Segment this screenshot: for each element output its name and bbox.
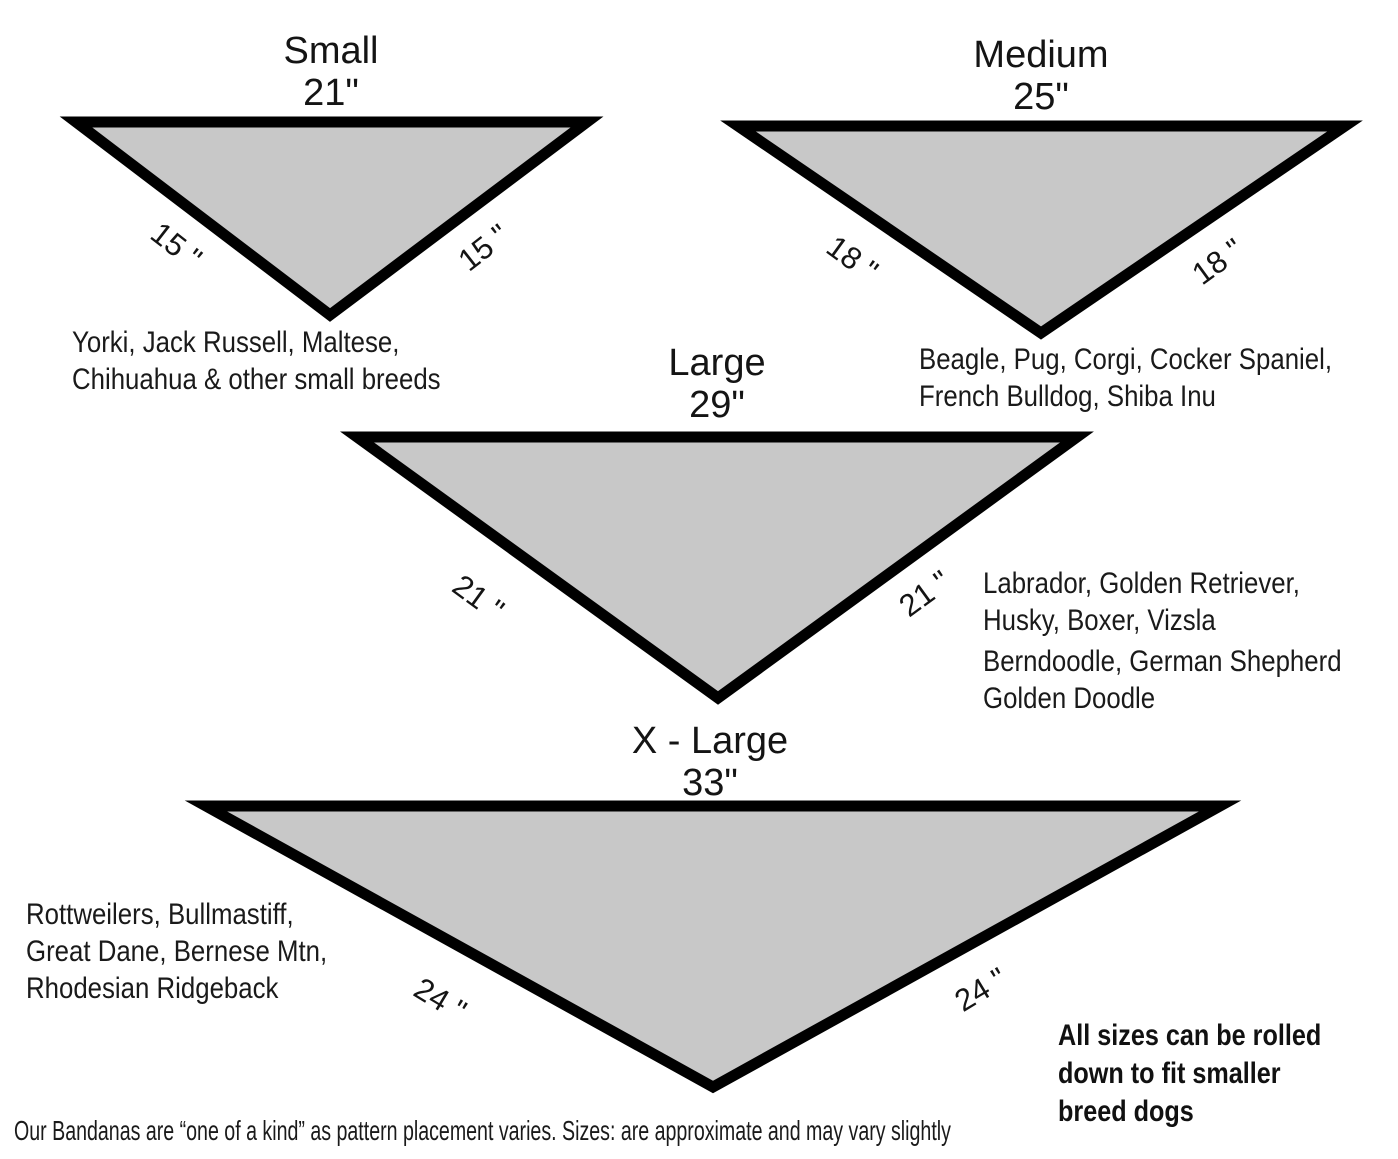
breed-line: Beagle, Pug, Corgi, Cocker Spaniel, [919,343,1333,376]
breed-line: Husky, Boxer, Vizsla [983,604,1216,637]
breed-line: Yorki, Jack Russell, Maltese, [72,326,400,359]
neck-measurement: 25" [1013,76,1069,118]
size-title-small: Small 21" [181,30,481,114]
neck-measurement: 21" [303,72,359,114]
size-title-xlarge: X - Large 33" [560,720,860,804]
breed-line: Labrador, Golden Retriever, [983,567,1300,600]
breed-list-small: Yorki, Jack Russell, Maltese, Chihuahua … [72,324,441,398]
size-title-medium: Medium 25" [891,34,1191,118]
size-name: Small [283,30,379,72]
bandana-triangle-medium [720,120,1363,340]
breed-line: Chihuahua & other small breeds [72,363,441,396]
breed-list-large: Labrador, Golden Retriever, Husky, Boxer… [983,565,1342,717]
size-name: X - Large [631,720,789,762]
footer-disclaimer: Our Bandanas are “one of a kind” as patt… [14,1115,951,1146]
bandana-triangle-xlarge [184,800,1242,1094]
rolled-note-line: breed dogs [1058,1095,1194,1128]
size-name: Large [668,342,766,384]
neck-measurement: 33" [682,762,738,804]
size-title-large: Large 29" [567,342,867,426]
breed-line: Rottweilers, Bullmastiff, [26,898,294,931]
breed-line: Golden Doodle [983,682,1156,715]
neck-measurement: 29" [689,384,745,426]
rolled-down-note: All sizes can be rolled down to fit smal… [1058,1017,1321,1131]
bandana-triangle-small [59,116,604,322]
breed-line: Great Dane, Bernese Mtn, [26,935,328,968]
rolled-note-line: All sizes can be rolled [1058,1019,1322,1052]
bandana-triangle-large [340,431,1094,705]
rolled-note-line: down to fit smaller [1058,1057,1281,1090]
breed-line: Rhodesian Ridgeback [26,972,279,1005]
breed-list-medium: Beagle, Pug, Corgi, Cocker Spaniel, Fren… [919,341,1332,415]
size-name: Medium [973,34,1109,76]
breed-line: French Bulldog, Shiba Inu [919,380,1216,413]
breed-list-xlarge: Rottweilers, Bullmastiff, Great Dane, Be… [26,896,327,1007]
breed-line: Berndoodle, German Shepherd [983,645,1342,678]
